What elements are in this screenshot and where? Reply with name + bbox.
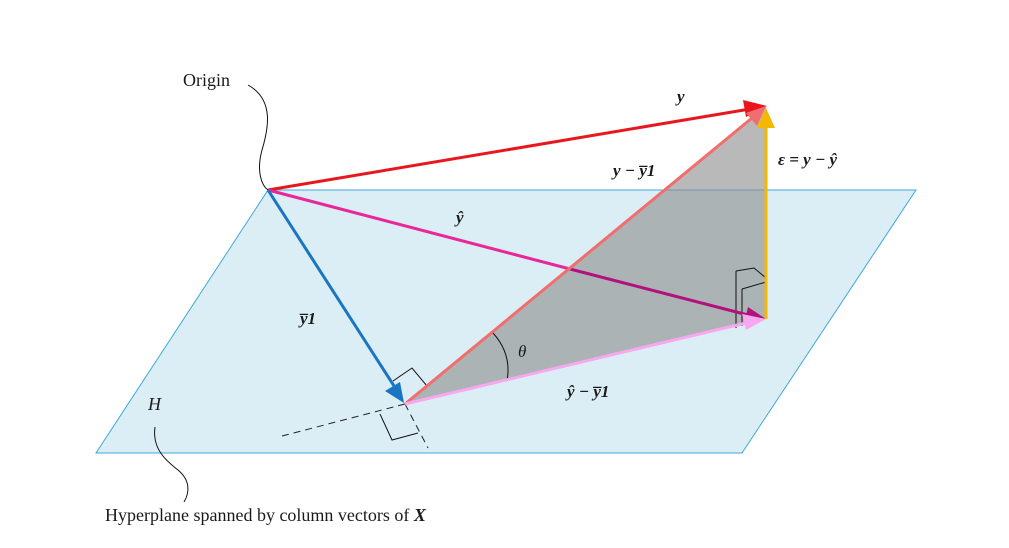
theta-angle-arc — [492, 332, 509, 382]
ybar1-label: y̅1 — [298, 309, 316, 328]
y-hat-vector-shaded — [569, 267, 749, 317]
hyperplane-caption-text: Hyperplane spanned by column vectors of — [105, 505, 414, 525]
epsilon-vector-arrowhead — [757, 108, 775, 128]
y-minus-ybar1-label: y − y̅1 — [611, 161, 655, 180]
hyperplane-leader-curve — [154, 426, 189, 503]
hyperplane-letter-label: H — [147, 394, 162, 414]
origin-label: Origin — [183, 70, 230, 90]
theta-label: θ — [518, 342, 526, 361]
origin-leader-curve — [247, 84, 269, 191]
right-angle-mark-right — [735, 267, 767, 328]
yhat-minus-ybar1-arrowhead — [742, 314, 766, 330]
y-label: y — [675, 87, 685, 106]
ybar1-vector — [266, 189, 398, 390]
hyperplane-caption-variable: X — [413, 505, 427, 525]
epsilon-label: ε = y − ŷ — [778, 150, 838, 169]
y-minus-ybar1-vector — [404, 116, 753, 406]
ybar1-vector-arrowhead — [385, 382, 404, 403]
y-minus-ybar1-arrowhead — [746, 106, 766, 126]
yhat-minus-ybar1-label: ŷ − y̅1 — [565, 382, 609, 401]
y-vector — [267, 107, 751, 192]
yhat-minus-ybar1-vector — [404, 320, 751, 406]
right-angle-mark-bottom — [379, 413, 419, 441]
dashed-extension-line-2 — [404, 403, 429, 449]
y-hat-label: ŷ — [454, 208, 464, 227]
hyperplane-caption: Hyperplane spanned by column vectors of … — [105, 505, 427, 525]
dashed-extension-line — [281, 403, 406, 437]
right-angle-mark-top — [392, 367, 428, 387]
y-hat-vector — [267, 188, 571, 271]
